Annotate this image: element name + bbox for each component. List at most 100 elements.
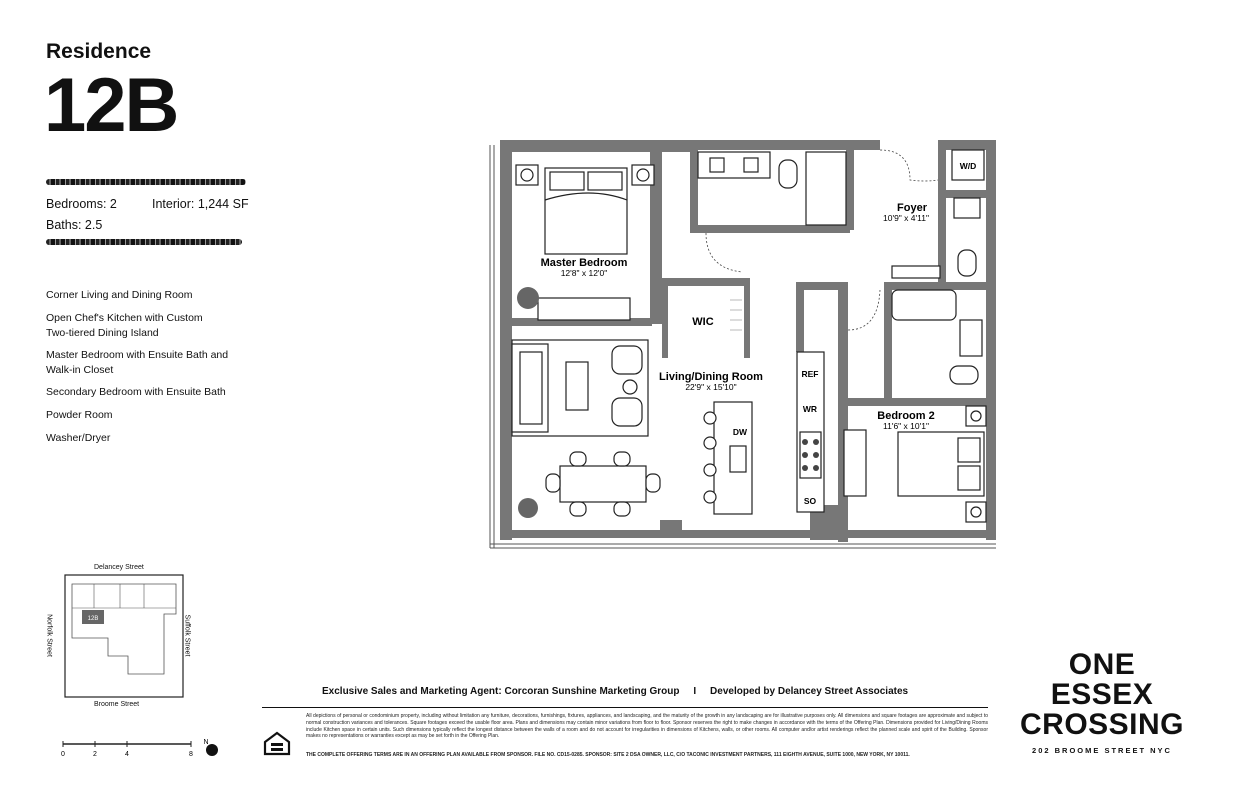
vanity xyxy=(697,151,771,179)
room-dim-master: 12'8" x 12'0" xyxy=(561,268,608,278)
room-name-wic: WIC xyxy=(692,316,713,328)
wall xyxy=(946,190,986,198)
keyplan-street-east: Suffolk Street xyxy=(183,614,191,657)
appliance-dw: DW xyxy=(733,427,748,437)
shower xyxy=(805,151,847,226)
appliance-wr: WR xyxy=(803,404,817,414)
divider-brush xyxy=(46,179,246,185)
sink xyxy=(709,157,725,173)
door-swing xyxy=(705,232,743,273)
toilet xyxy=(957,249,977,277)
wall xyxy=(938,140,996,150)
wall xyxy=(500,140,690,152)
residence-label: Residence xyxy=(46,40,152,63)
wall xyxy=(500,140,512,540)
wall xyxy=(884,282,892,402)
wall xyxy=(662,278,668,358)
wall xyxy=(690,140,880,150)
washer-dryer xyxy=(951,149,985,181)
wall xyxy=(690,150,698,230)
wall xyxy=(986,140,996,540)
wall xyxy=(662,278,750,286)
scale-label: 4 xyxy=(125,751,129,758)
lamp xyxy=(520,168,534,182)
feature-item: Open Chef's Kitchen with Custom Two-tier… xyxy=(46,312,203,339)
stool xyxy=(703,436,717,450)
sofa-cushion xyxy=(519,351,543,425)
feature-item: Powder Room xyxy=(46,409,113,421)
bedrooms-stat: Bedrooms: 2 xyxy=(46,197,117,211)
wall xyxy=(690,225,850,233)
wall xyxy=(884,282,986,290)
disclaimer-text: All depictions of personal or condominiu… xyxy=(306,713,988,740)
room-name-bedroom2: Bedroom 2 xyxy=(877,410,934,422)
armchair xyxy=(611,345,643,375)
feature-item: Corner Living and Dining Room xyxy=(46,289,193,301)
burner xyxy=(813,465,819,471)
agent-line: Exclusive Sales and Marketing Agent: Cor… xyxy=(322,686,909,697)
vanity xyxy=(959,319,983,357)
island-sink xyxy=(729,445,747,473)
wall xyxy=(650,152,662,324)
lamp xyxy=(636,168,650,182)
vanity xyxy=(953,197,981,219)
feature-item: Master Bedroom with Ensuite Bath and Wal… xyxy=(46,349,229,376)
sink xyxy=(743,157,759,173)
chair xyxy=(569,501,587,517)
stool xyxy=(703,463,717,477)
keyplan-unit xyxy=(82,610,104,624)
scale-label: 0 xyxy=(61,751,65,758)
room-dim-living: 22'9" x 15'10" xyxy=(685,382,736,392)
armchair xyxy=(611,397,643,427)
plant xyxy=(518,498,538,518)
keyplan: 12B xyxy=(64,574,184,698)
scale-label: 8 xyxy=(189,751,193,758)
bathtub xyxy=(891,289,957,321)
chair xyxy=(645,473,661,493)
scale-bar: 0 2 4 8 N xyxy=(61,739,218,758)
burner xyxy=(802,452,808,458)
wall xyxy=(848,398,986,406)
toilet xyxy=(949,365,979,385)
north-arrow-icon xyxy=(206,744,218,756)
wall xyxy=(744,278,750,358)
keyplan-street-west: Norfolk Street xyxy=(45,614,53,657)
burner xyxy=(813,439,819,445)
north-label: N xyxy=(203,739,208,746)
stool xyxy=(703,490,717,504)
feature-item: Secondary Bedroom with Ensuite Bath xyxy=(46,386,226,398)
lamp xyxy=(970,410,982,422)
chair xyxy=(569,451,587,467)
chair xyxy=(613,501,631,517)
bench xyxy=(891,265,941,279)
wall xyxy=(846,150,854,230)
baths-stat: Baths: 2.5 xyxy=(46,218,103,232)
room-name-master: Master Bedroom xyxy=(541,257,628,269)
keyplan-building xyxy=(71,583,177,675)
room-dim-foyer: 10'9" x 4'11" xyxy=(883,213,929,223)
brand-line2: ESSEX xyxy=(1050,678,1154,711)
room-dim-bedroom2: 11'6" x 10'1" xyxy=(883,421,929,431)
plant xyxy=(517,287,539,309)
toilet xyxy=(778,159,798,189)
pillow xyxy=(587,171,623,191)
room-name-foyer: Foyer xyxy=(897,202,928,214)
burner xyxy=(802,465,808,471)
door-swing xyxy=(879,149,939,182)
keyplan-street-north: Delancey Street xyxy=(94,564,144,571)
burner xyxy=(813,452,819,458)
residence-number: 12B xyxy=(44,63,179,148)
door-swing xyxy=(847,289,881,331)
equal-housing-icon xyxy=(263,731,291,756)
dresser xyxy=(537,297,631,321)
interior-stat: Interior: 1,244 SF xyxy=(152,197,249,211)
wall xyxy=(938,140,946,282)
lamp xyxy=(970,506,982,518)
keyplan-street-south: Broome Street xyxy=(94,701,140,708)
dresser xyxy=(843,429,867,497)
offering-text: THE COMPLETE OFFERING TERMS ARE IN AN OF… xyxy=(306,752,910,758)
pillow xyxy=(957,437,981,463)
feature-item: Washer/Dryer xyxy=(46,432,111,444)
wall xyxy=(512,318,652,326)
wall xyxy=(796,282,848,290)
